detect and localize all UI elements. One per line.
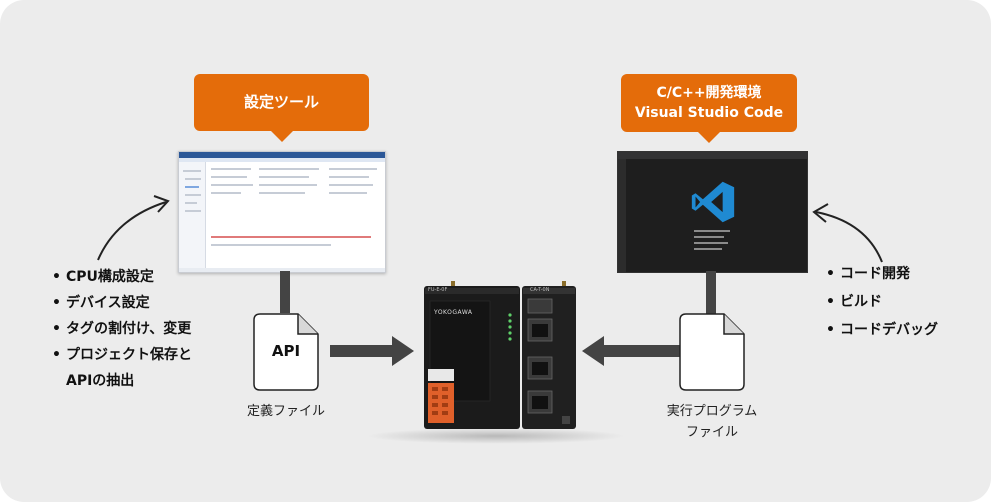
- plc-device-image: [424, 281, 576, 429]
- window-titlebar: [179, 152, 385, 158]
- table-line: [329, 192, 367, 194]
- feature-item: プロジェクト保存と: [52, 342, 192, 368]
- tree-line: [185, 194, 201, 196]
- table-line: [259, 168, 319, 170]
- window-statusbar: [179, 268, 385, 272]
- device-shadow: [366, 428, 626, 444]
- tree-line: [185, 186, 199, 188]
- window-titlebar: [618, 152, 807, 159]
- table-line: [211, 192, 241, 194]
- table-line: [329, 168, 377, 170]
- output-line: [211, 244, 331, 246]
- table-line: [211, 184, 253, 186]
- setting-tool-label: 設定ツール: [243, 93, 319, 111]
- callout-tail: [270, 131, 293, 142]
- window-menubar: [179, 158, 385, 162]
- arrow-left-icon: [582, 336, 680, 366]
- exe-document-icon: [679, 313, 745, 391]
- feature-item: CPU構成設定: [52, 264, 192, 290]
- table-line: [211, 168, 251, 170]
- project-tree-panel: [179, 162, 206, 272]
- tree-line: [183, 170, 201, 172]
- tree-line: [185, 178, 201, 180]
- output-line: [211, 236, 371, 238]
- arrow-right-icon: [330, 336, 414, 366]
- feature-item: ビルド: [826, 288, 938, 316]
- connector-bar-right: [706, 271, 716, 315]
- table-line: [259, 184, 317, 186]
- plc-cpu-model: FU-E-0F: [428, 287, 448, 293]
- table-line: [329, 184, 373, 186]
- curved-arrow-icon: [812, 203, 883, 263]
- vscode-callout-line1: C/C++開発環境: [656, 85, 762, 101]
- setting-tool-screenshot: [178, 151, 386, 273]
- feature-item-continued: APIの抽出: [66, 373, 135, 389]
- vscode-callout-line2: Visual Studio Code: [634, 105, 784, 121]
- setting-tool-feature-list: CPU構成設定 デバイス設定 タグの割付け、変更 プロジェクト保存と APIの抽…: [52, 264, 192, 394]
- table-line: [211, 176, 247, 178]
- tree-line: [185, 202, 197, 204]
- curved-arrow-icon: [97, 195, 170, 261]
- vscode-callout: C/C++開発環境 Visual Studio Code: [621, 74, 797, 143]
- api-document-text: API: [271, 342, 301, 360]
- exe-file-caption-line1: 実行プログラム: [666, 404, 758, 419]
- connector-bar-left: [280, 271, 290, 313]
- plc-brand-label: YOKOGAWA: [434, 309, 473, 316]
- feature-item: コード開発: [826, 260, 938, 288]
- vscode-feature-list: コード開発 ビルド コードデバッグ: [826, 260, 938, 344]
- feature-item: コードデバッグ: [826, 316, 938, 344]
- table-line: [259, 192, 305, 194]
- activity-bar: [618, 159, 626, 272]
- vscode-screenshot: [617, 151, 808, 273]
- tree-line: [185, 210, 201, 212]
- table-line: [259, 176, 309, 178]
- api-document-icon: [253, 313, 319, 391]
- callout-tail: [698, 132, 720, 143]
- feature-item: タグの割付け、変更: [52, 316, 192, 342]
- api-file-caption: 定義ファイル: [246, 404, 325, 419]
- feature-item: デバイス設定: [52, 290, 192, 316]
- setting-tool-callout: 設定ツール: [194, 74, 369, 142]
- welcome-line: [694, 248, 722, 250]
- plc-io-model: CA-T-0N: [530, 287, 550, 293]
- welcome-line: [694, 242, 728, 244]
- welcome-line: [694, 236, 724, 238]
- table-line: [329, 176, 369, 178]
- vscode-logo-icon: [691, 181, 735, 223]
- exe-file-caption-line2: ファイル: [685, 425, 738, 440]
- welcome-line: [694, 230, 730, 232]
